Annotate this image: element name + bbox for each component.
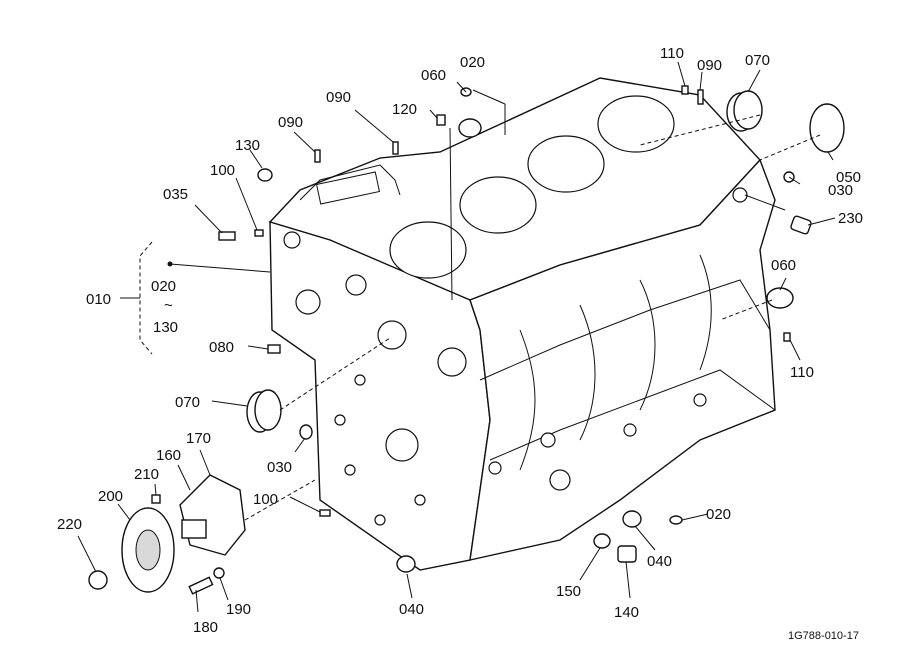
callout-200: 200 [98,488,123,505]
callout-020-lower: 020 [706,506,731,523]
callout-170: 170 [186,430,211,447]
callout-020-top: 020 [460,54,485,71]
cylinder-block [268,77,776,571]
callout-210: 210 [134,466,159,483]
callout-090-left: 090 [326,89,351,106]
callout-050: 050 [836,169,861,186]
callout-040-left: 040 [399,601,424,618]
callout-130-group: 130 [153,319,178,336]
callout-180: 180 [193,619,218,636]
leader-lines [77,61,836,613]
callout-190: 190 [226,601,251,618]
callout-010: 010 [86,291,111,308]
callout-100-top: 100 [210,162,235,179]
callout-070-left: 070 [175,394,200,411]
callout-030-left: 030 [267,459,292,476]
callout-090-top: 090 [697,57,722,74]
callout-040-right: 040 [647,553,672,570]
callout-100-lower: 100 [253,491,278,508]
callout-160: 160 [156,447,181,464]
pump-gear-assembly [88,474,246,595]
callout-220: 220 [57,516,82,533]
callout-140: 140 [614,604,639,621]
callout-030-right: 030 [828,182,853,199]
callout-130: 130 [235,137,260,154]
callout-060-right: 060 [771,257,796,274]
callout-070-top: 070 [745,52,770,69]
callout-080: 080 [209,339,234,356]
callout-060-top: 060 [421,67,446,84]
drawing-code: 1G788-010-17 [788,630,859,642]
callout-230: 230 [838,210,863,227]
callout-020-group: 020 [151,278,176,295]
callout-110-right: 110 [790,364,814,381]
callout-110-top: 110 [660,45,684,62]
callout-090-left-2: 090 [278,114,303,131]
callout-150: 150 [556,583,581,600]
callout-120: 120 [392,101,417,118]
callout-035: 035 [163,186,188,203]
callout-tilde: ~ [164,297,173,314]
small-parts [218,85,845,573]
callout-labels: 020 060 120 110 090 070 090 090 130 100 … [57,45,863,642]
